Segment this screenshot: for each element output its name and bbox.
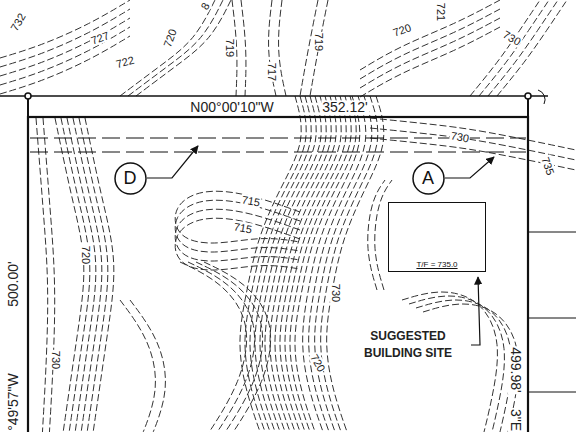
contour-line — [67, 118, 96, 432]
contour-line — [0, 9, 130, 67]
contour-line — [120, 300, 155, 432]
contour-line — [360, 27, 500, 97]
contour-line — [479, 0, 549, 96]
contour-line — [360, 18, 500, 88]
contour-label: 717 — [266, 62, 278, 82]
contour-line — [241, 0, 246, 96]
contour-line — [204, 262, 271, 432]
callout-circle: D — [114, 162, 147, 195]
contour-line — [128, 0, 223, 96]
contour-line — [310, 0, 328, 96]
contour-line — [255, 96, 316, 432]
contour-line — [368, 180, 385, 290]
contour-line — [260, 96, 321, 432]
contour-line — [327, 96, 384, 432]
contour-label: 727 — [88, 29, 111, 47]
contour-line — [136, 0, 231, 96]
contour-line — [275, 96, 336, 432]
contour-label: 735 — [539, 154, 557, 177]
building-site-box: T/F = 735.0 — [388, 202, 486, 272]
callout-letter: D — [124, 168, 137, 189]
property-boundary — [0, 90, 576, 432]
contour-label: 715 — [240, 193, 262, 208]
contour-line — [240, 96, 301, 432]
contour-line — [79, 118, 108, 432]
contour-label: 720 — [80, 245, 92, 265]
callout-circle: A — [412, 162, 445, 195]
contour-line — [370, 118, 576, 150]
contour-line — [409, 296, 504, 432]
contour-line — [188, 262, 255, 432]
contour-line — [360, 9, 500, 79]
contour-line — [55, 118, 84, 432]
contour-label: 715 — [232, 220, 254, 235]
contour-line — [497, 0, 567, 96]
contour-line — [285, 96, 346, 432]
contour-line — [175, 218, 300, 270]
contour-line — [180, 262, 247, 432]
contour-line — [85, 118, 114, 432]
callout-letter: A — [422, 168, 434, 189]
contour-line — [0, 27, 130, 85]
contour-label: 732 — [8, 10, 29, 34]
contour-line — [175, 200, 300, 252]
contour-line — [0, 36, 130, 94]
contour-line — [315, 96, 372, 432]
contour-label: 730 — [449, 129, 471, 144]
contour-label: 719 — [224, 38, 236, 58]
contour-line — [470, 0, 540, 96]
contour-line — [245, 96, 306, 432]
contour-label: 721 — [435, 2, 447, 22]
contour-line — [61, 118, 90, 432]
contour-label: 719 — [313, 32, 325, 52]
contour-line — [250, 96, 311, 432]
contour-line — [360, 0, 500, 70]
dimension-text: 499.98' — [507, 346, 522, 394]
contour-label: 730 — [330, 283, 342, 303]
contour-label: 720 — [308, 351, 329, 375]
dimension-text: 352.12' — [321, 100, 369, 115]
dimension-text: 500.00' — [6, 260, 21, 308]
contour-line — [36, 118, 48, 432]
elevation-note: T/F = 735.0 — [416, 260, 457, 269]
contour-label: 730 — [50, 350, 62, 370]
contour-line — [196, 262, 263, 432]
dimension-text: N00°00'10"W — [189, 100, 274, 115]
contour-line — [279, 0, 286, 96]
contour-line — [416, 300, 511, 432]
contour-line — [265, 96, 326, 432]
contour-line — [120, 0, 215, 96]
contour-label: 722 — [114, 54, 137, 71]
contour-line — [309, 96, 366, 432]
contour-line — [488, 0, 558, 96]
contour-line — [423, 304, 518, 432]
contour-line — [270, 96, 331, 432]
contour-line — [175, 209, 300, 261]
contour-line — [43, 118, 55, 432]
note-text: SUGGESTED BUILDING SITE — [345, 328, 471, 363]
contour-label: 730 — [500, 28, 524, 49]
dimension-text: °49'57"W — [6, 372, 21, 432]
contour-line — [130, 300, 165, 432]
contour-line — [175, 191, 300, 243]
leader-lines — [147, 146, 494, 345]
contour-label: 720 — [390, 21, 413, 39]
dimension-text: 3"E — [507, 408, 522, 432]
contour-line — [73, 118, 102, 432]
contour-line — [321, 96, 378, 432]
contour-label: 720 — [161, 26, 179, 49]
